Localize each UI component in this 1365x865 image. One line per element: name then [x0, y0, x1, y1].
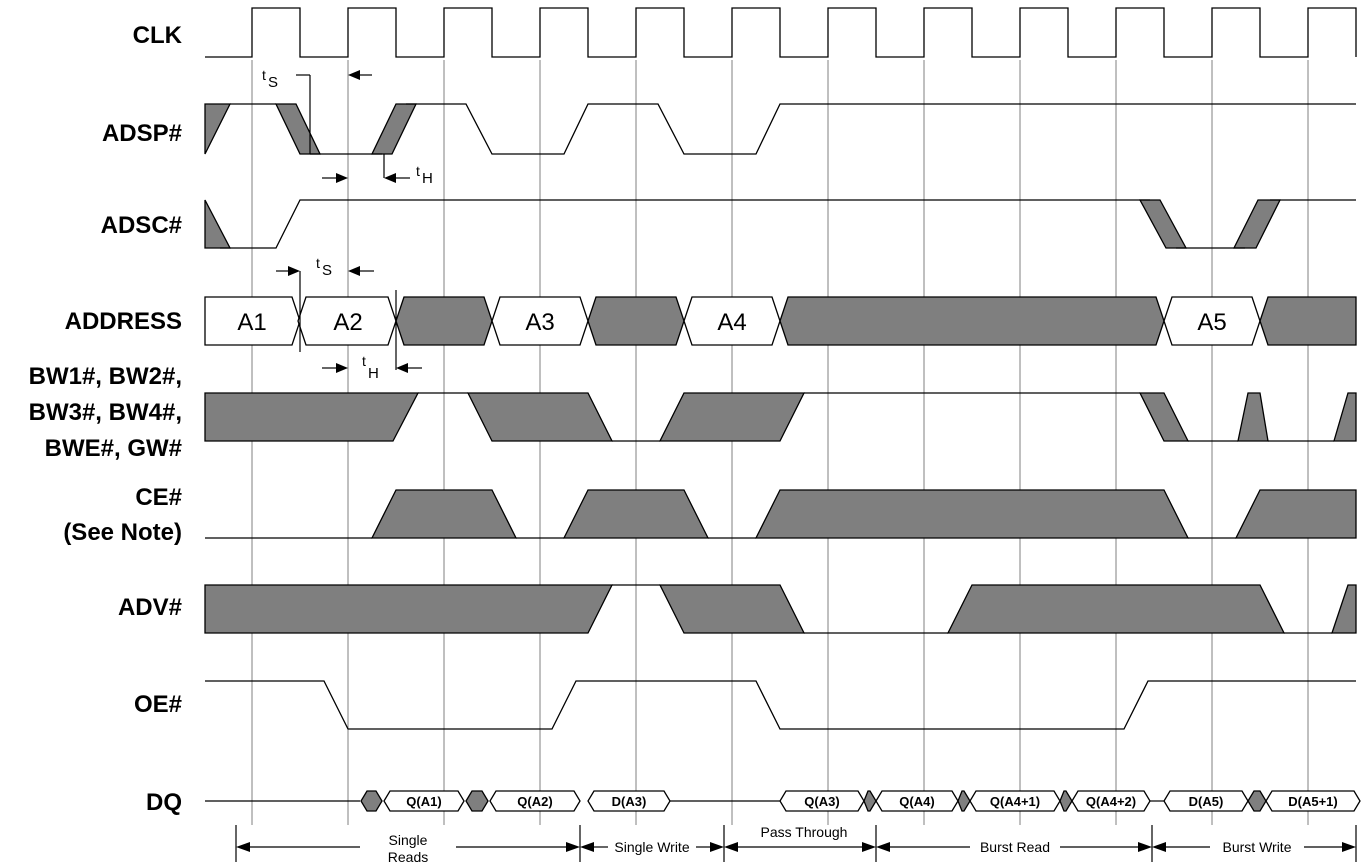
address-value: A5	[1197, 309, 1226, 336]
timing-annotations: t S t H t S t H	[262, 67, 433, 382]
address-value: A1	[237, 309, 266, 336]
label-address: ADDRESS	[65, 308, 182, 335]
adv-waveform	[204, 584, 1357, 634]
signal-labels: CLK ADSP# ADSC# ADDRESS BW1#, BW2#, BW3#…	[29, 22, 183, 816]
dq-value: Q(A1)	[406, 794, 441, 809]
address-value: A3	[525, 309, 554, 336]
label-adv: ADV#	[118, 594, 182, 621]
adsp-waveform	[204, 103, 1356, 155]
ts-label: t	[316, 255, 320, 271]
oe-waveform	[205, 680, 1356, 730]
dq-value: Q(A3)	[804, 794, 839, 809]
label-adsc: ADSC#	[101, 212, 182, 239]
dq-value: Q(A2)	[517, 794, 552, 809]
th-label: t	[416, 163, 420, 179]
phase-burst-read: Burst Read	[980, 839, 1050, 855]
dq-value: Q(A4)	[899, 794, 934, 809]
label-bw-line2: BW3#, BW4#,	[29, 399, 182, 426]
dq-value: Q(A4+1)	[990, 794, 1040, 809]
adsc-waveform	[204, 199, 1356, 249]
phase-single-reads: Single	[389, 832, 428, 848]
th-label: t	[362, 353, 366, 369]
ts-label: t	[262, 67, 266, 83]
dq-value: D(A3)	[612, 794, 647, 809]
th-subscript: H	[368, 365, 379, 382]
dq-value: Q(A4+2)	[1086, 794, 1136, 809]
phase-burst-write: Burst Write	[1223, 839, 1292, 855]
phase-pass-through: Pass Through	[761, 824, 848, 840]
address-value: A4	[717, 309, 746, 336]
phase-markers: Single Reads Single Write Pass Through B…	[235, 824, 1357, 865]
th-subscript: H	[422, 170, 433, 187]
clk-waveform	[205, 7, 1357, 58]
phase-single-reads: Reads	[388, 849, 428, 865]
label-oe: OE#	[134, 691, 182, 718]
address-value: A2	[333, 309, 362, 336]
label-bw-line1: BW1#, BW2#,	[29, 363, 182, 390]
byte-write-waveform	[204, 392, 1357, 442]
dq-value: D(A5)	[1189, 794, 1224, 809]
address-bus: A1 A2 A3 A4 A5	[204, 296, 1357, 346]
label-ce-line1: CE#	[135, 484, 182, 511]
dq-bus: Q(A1) Q(A2) D(A3) Q(A3) Q(A4) Q(A4+1) Q(…	[205, 790, 1361, 812]
phase-single-write: Single Write	[614, 839, 689, 855]
label-adsp: ADSP#	[102, 120, 182, 147]
ts-subscript: S	[268, 74, 278, 91]
ts-subscript: S	[322, 262, 332, 279]
label-bw-line3: BWE#, GW#	[45, 435, 182, 462]
ce-waveform	[205, 489, 1357, 539]
dq-value: D(A5+1)	[1288, 794, 1338, 809]
label-clk: CLK	[133, 22, 183, 49]
label-ce-line2: (See Note)	[63, 519, 182, 546]
label-dq: DQ	[146, 789, 182, 816]
clock-gridlines	[251, 60, 1309, 825]
